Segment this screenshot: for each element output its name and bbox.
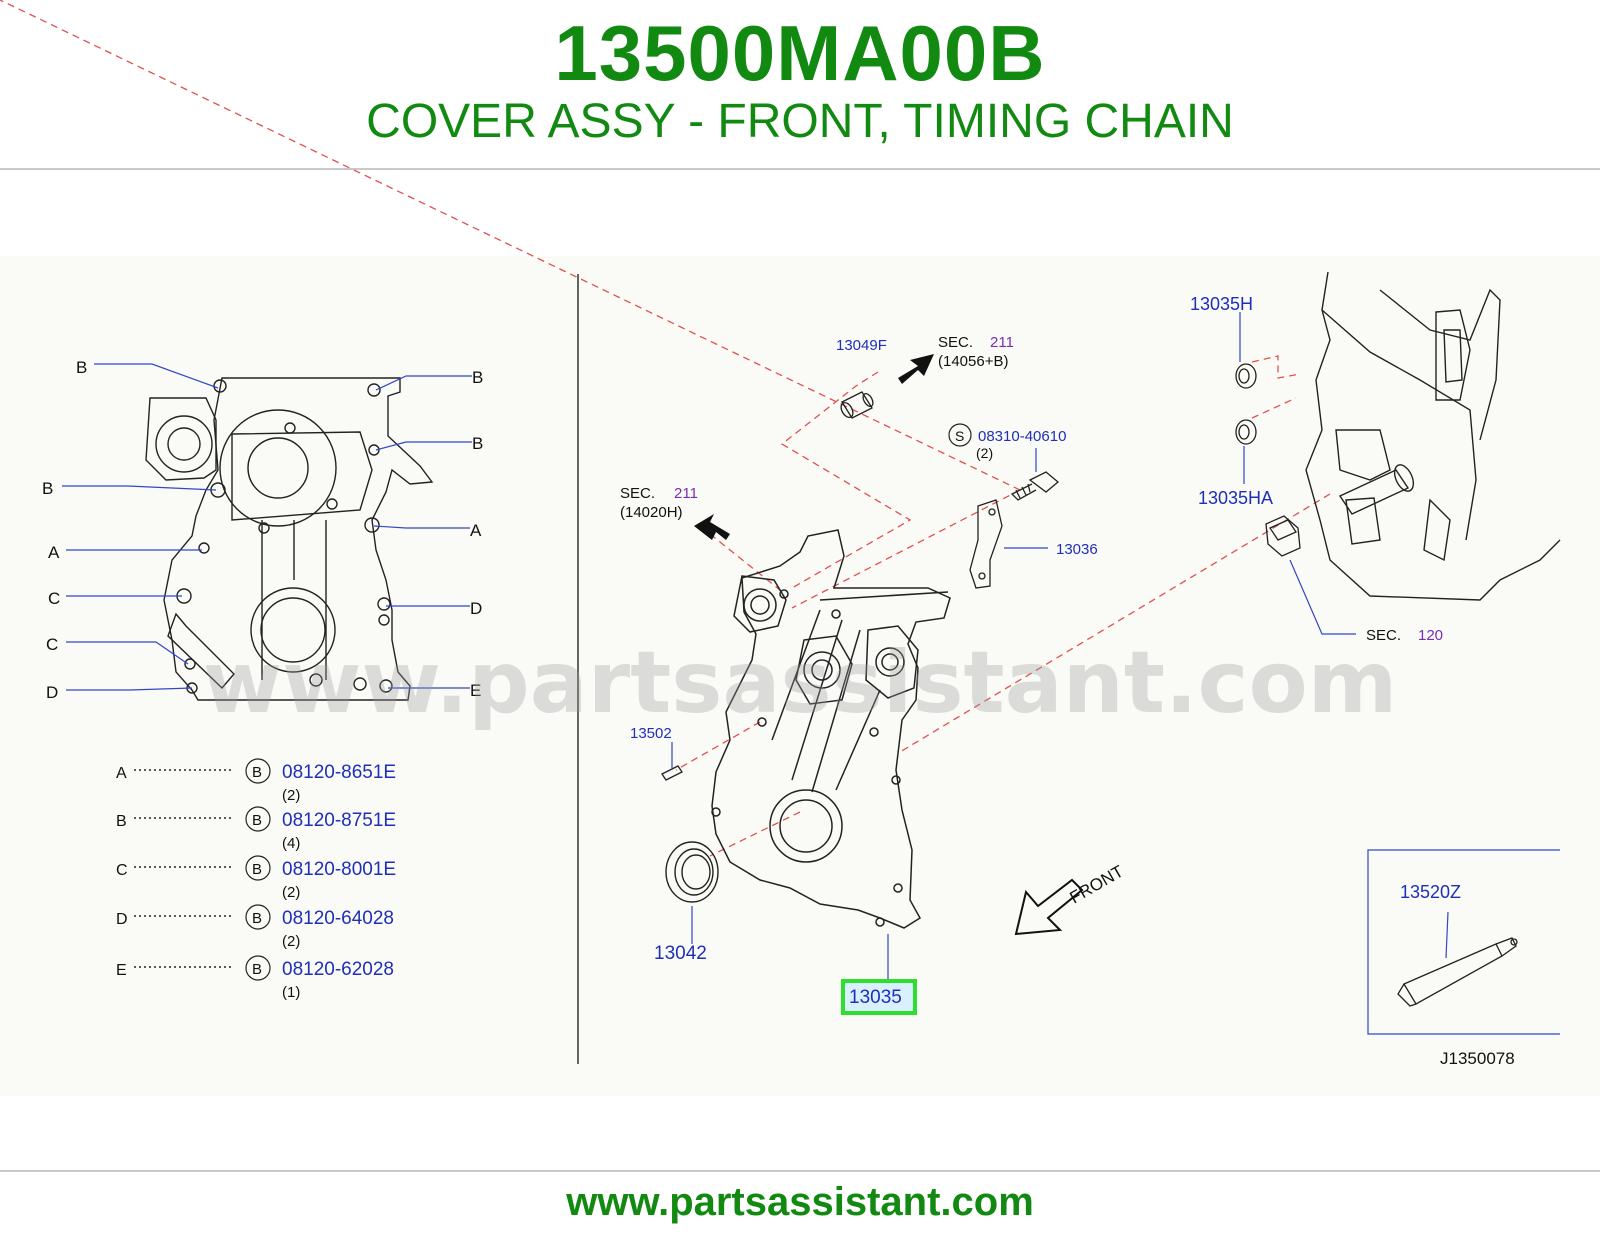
- engine-block: [1305, 271, 1561, 601]
- sec-left-link[interactable]: 211: [674, 485, 698, 502]
- part-link-13035h[interactable]: 13035H: [1190, 294, 1253, 314]
- bolt-qty: (4): [282, 835, 300, 852]
- bolt-table: A B 08120-8651E (2) B B 08120-8751E (4) …: [116, 758, 396, 1001]
- bolt-part-link[interactable]: 08120-64028: [282, 908, 394, 929]
- bolt-symbol-circle: [245, 855, 271, 881]
- bolt-row-a: A B 08120-8651E (2): [116, 758, 396, 804]
- sec-right-link[interactable]: 120: [1418, 627, 1443, 644]
- callout-c-1: C: [48, 589, 60, 608]
- part-link-13520z[interactable]: 13520Z: [1400, 882, 1461, 902]
- front-arrow-icon: [1014, 878, 1084, 936]
- bolt-symbol-circle: [245, 955, 271, 981]
- bolt-symbol: B: [252, 910, 262, 927]
- bolt-part-link[interactable]: 08120-62028: [282, 959, 394, 980]
- footer-divider: [0, 1170, 1600, 1172]
- callout-a-1: A: [470, 521, 482, 540]
- bolt-symbol: B: [252, 961, 262, 978]
- pin-13502: [661, 765, 683, 781]
- bolt-qty: (2): [282, 787, 300, 804]
- bolt-letter-a: A: [116, 765, 127, 782]
- bolt-symbol-circle: [245, 806, 271, 832]
- sec-left-ref: (14020H): [620, 504, 683, 521]
- header-divider: [0, 168, 1600, 170]
- callout-e-1: E: [470, 681, 481, 700]
- bolt-symbol-circle: [245, 904, 271, 930]
- callout-b-1: B: [76, 358, 87, 377]
- bolt-qty: (2): [282, 933, 300, 950]
- part-link-08310-40610[interactable]: 08310-40610: [978, 428, 1066, 445]
- grommet-13035ha: [1235, 419, 1257, 445]
- timing-cover-13035: [711, 529, 951, 929]
- bolt-part-link[interactable]: 08120-8651E: [282, 762, 396, 783]
- bolt-symbol: B: [252, 812, 262, 829]
- bolt-qty: (1): [282, 984, 300, 1001]
- bolt-row-e: E B 08120-62028 (1): [116, 955, 394, 1001]
- bolt-row-b: B B 08120-8751E (4): [116, 806, 396, 852]
- inset-box-13520z: [1367, 849, 1560, 1035]
- screw-symbol: S: [955, 428, 964, 444]
- screw-qty: (2): [976, 445, 993, 461]
- sec-left-label: SEC.: [620, 485, 655, 502]
- callout-b-2: B: [472, 368, 483, 387]
- bolt-letter-d: D: [116, 911, 128, 928]
- bracket-13036: [969, 499, 1003, 589]
- bushing-sec120: [1265, 515, 1301, 557]
- dowel-13049f: [840, 391, 874, 419]
- watermark-text: www.partsassistant.com: [203, 633, 1398, 733]
- part-link-13042[interactable]: 13042: [654, 943, 707, 964]
- grommet-13035h: [1235, 363, 1257, 389]
- callout-d-2: D: [46, 683, 58, 702]
- part-description: COVER ASSY - FRONT, TIMING CHAIN: [366, 95, 1234, 148]
- left-callout-letters: B B B B A A C D C D E: [42, 358, 483, 702]
- bolt-row-d: D B 08120-64028 (2): [116, 904, 394, 950]
- part-link-13502[interactable]: 13502: [630, 725, 672, 742]
- left-callout-leaders: [62, 363, 472, 691]
- assembly-dashed-lines: [0, 0, 1331, 857]
- bolt-symbol-circle: [245, 758, 271, 784]
- part-number-title: 13500MA00B: [554, 9, 1046, 97]
- sec-right-label: SEC.: [1366, 627, 1401, 644]
- arrow-icon: [694, 354, 934, 540]
- bolt-qty: (2): [282, 884, 300, 901]
- part-link-13049f[interactable]: 13049F: [836, 337, 887, 354]
- highlight-13035: [841, 979, 917, 1015]
- diagram-id: J1350078: [1440, 1049, 1515, 1068]
- bolt-letter-b: B: [116, 813, 127, 830]
- footer-url[interactable]: www.partsassistant.com: [566, 1180, 1034, 1224]
- part-link-13036[interactable]: 13036: [1056, 541, 1098, 558]
- part-link-13035[interactable]: 13035: [849, 987, 902, 1008]
- bolt-symbol: B: [252, 861, 262, 878]
- sec-top-ref: (14056+B): [938, 353, 1008, 370]
- part-leaders: [671, 312, 1449, 980]
- callout-d-1: D: [470, 599, 482, 618]
- bolt-symbol: B: [252, 764, 262, 781]
- bolt-part-link[interactable]: 08120-8001E: [282, 859, 396, 880]
- sec-top-label: SEC.: [938, 334, 973, 351]
- oil-seal-13042: [665, 841, 719, 903]
- bolt-letter-e: E: [116, 962, 127, 979]
- part-link-13035ha[interactable]: 13035HA: [1198, 488, 1273, 508]
- page-header: 13500MA00B COVER ASSY - FRONT, TIMING CH…: [0, 0, 1600, 170]
- bolt-part-link[interactable]: 08120-8751E: [282, 810, 396, 831]
- sec-top-link[interactable]: 211: [990, 334, 1014, 351]
- bolt-08310-40610: [1010, 471, 1060, 501]
- diagram-background: [0, 256, 1600, 1096]
- callout-a-2: A: [48, 543, 60, 562]
- sealant-tube-13520z: [1397, 937, 1518, 1007]
- screw-symbol-circle: [948, 423, 972, 447]
- callout-c-2: C: [46, 635, 58, 654]
- callout-b-3: B: [472, 434, 483, 453]
- bolt-letter-c: C: [116, 862, 128, 879]
- bolt-row-c: C B 08120-8001E (2): [116, 855, 396, 901]
- callout-b-4: B: [42, 479, 53, 498]
